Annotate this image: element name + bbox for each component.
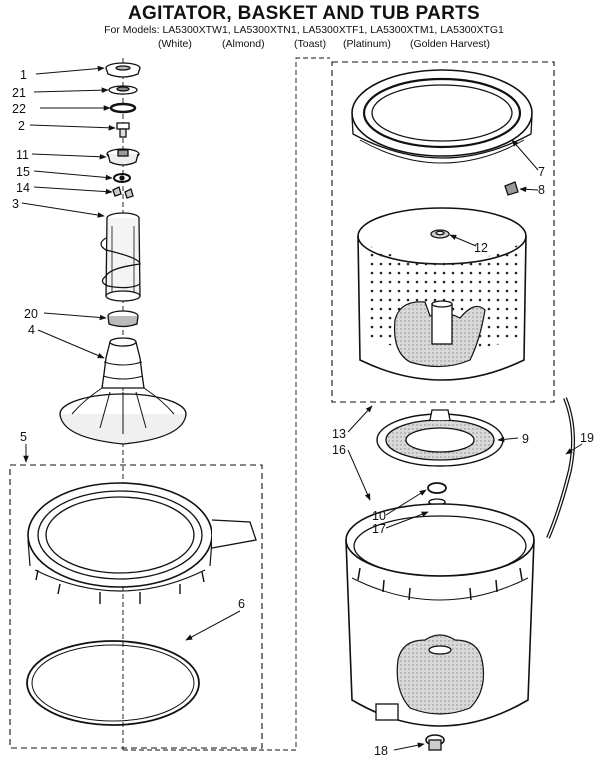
callout-14: 14	[16, 181, 30, 195]
callout-16: 16	[332, 443, 346, 457]
callout-13: 13	[332, 427, 346, 441]
part-4-agitator-base	[59, 337, 187, 445]
callout-6: 6	[238, 597, 245, 611]
part-12-basket-nut	[430, 229, 450, 239]
part-16-tub	[345, 503, 535, 727]
callout-18: 18	[374, 744, 388, 758]
group-box-5-6	[9, 464, 263, 749]
part-3-auger	[100, 212, 141, 302]
connector-line	[123, 57, 330, 751]
callout-1: 1	[20, 68, 27, 82]
part-20-ring	[107, 310, 139, 328]
models-line: For Models: LA5300XTW1, LA5300XTN1, LA53…	[104, 24, 504, 36]
callout-5: 5	[20, 430, 27, 444]
color-almond: (Almond)	[222, 38, 265, 50]
color-white: (White)	[158, 38, 192, 50]
part-22-o-ring	[109, 102, 137, 114]
group-box-basket	[331, 61, 555, 403]
callout-12: 12	[474, 241, 488, 255]
color-platinum: (Platinum)	[343, 38, 391, 50]
callout-21: 21	[12, 86, 26, 100]
part-18-drain-plug	[425, 734, 445, 751]
part-11-cam	[106, 148, 140, 166]
callout-15: 15	[16, 165, 30, 179]
diagram-title: AGITATOR, BASKET AND TUB PARTS	[127, 3, 481, 24]
callout-3: 3	[12, 197, 19, 211]
part-6-gasket	[26, 640, 200, 726]
part-21-cap-insert	[108, 85, 138, 95]
callout-19: 19	[580, 431, 594, 445]
part-2-bolt	[116, 122, 130, 138]
callout-22: 22	[12, 102, 26, 116]
callout-10: 10	[372, 509, 386, 523]
callout-9: 9	[522, 432, 529, 446]
callout-11: 11	[16, 148, 29, 162]
callout-17: 17	[372, 522, 386, 536]
callout-numbers: 1 21 22 2 11 15 14 3 20 4 5 6 7 8 12 13 …	[12, 68, 594, 758]
callout-7: 7	[538, 165, 545, 179]
callout-2: 2	[18, 119, 25, 133]
color-toast: (Toast)	[294, 38, 327, 50]
part-8-clip	[504, 181, 519, 196]
part-10-seal	[427, 482, 447, 494]
callout-8: 8	[538, 183, 545, 197]
callout-4: 4	[28, 323, 35, 337]
part-9-drive-ring	[376, 409, 504, 467]
leader-lines	[21, 65, 583, 751]
part-1-agitator-cap	[105, 62, 141, 78]
callout-20: 20	[24, 307, 38, 321]
part-5-tub-ring	[27, 482, 257, 604]
part-7-balance-ring	[351, 69, 533, 164]
part-15-spring	[113, 173, 131, 183]
color-golden-harvest: (Golden Harvest)	[410, 38, 490, 50]
part-14-dog	[112, 186, 134, 199]
part-19-hose	[546, 397, 575, 539]
